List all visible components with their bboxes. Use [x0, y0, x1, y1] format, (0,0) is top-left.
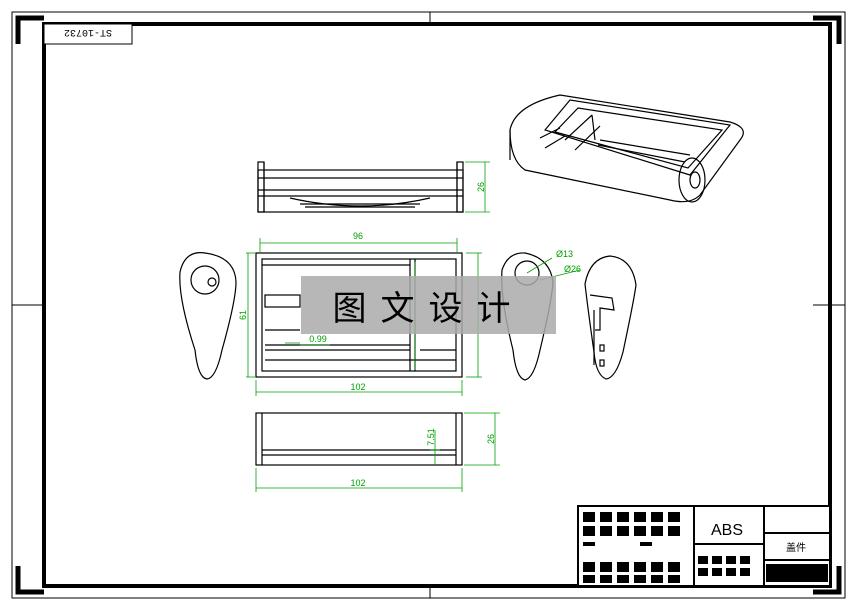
top-view-dim — [465, 161, 490, 213]
dim-bottom-width: 102 — [350, 478, 365, 488]
dim-front-width-top: 96 — [353, 231, 363, 241]
part-label: 盖件 — [786, 541, 806, 554]
dim-top-height: 26 — [476, 182, 486, 192]
inner-border — [42, 22, 832, 588]
dim-small-gap: 0.99 — [309, 334, 327, 344]
top-view — [257, 161, 464, 213]
isometric-view — [509, 94, 744, 203]
dim-bottom-step: 7.51 — [426, 428, 436, 446]
dim-front-width-bottom: 102 — [350, 382, 365, 392]
dim-diam-small: Ø13 — [556, 249, 573, 259]
material-label: ABS — [711, 522, 743, 539]
dim-diam-large: Ø26 — [564, 264, 581, 274]
bottom-view-dims — [255, 412, 500, 492]
sheet-tag-box — [43, 23, 133, 45]
corner-br — [813, 566, 842, 595]
watermark-overlay: 图文设计 — [301, 276, 556, 334]
corner-tr — [813, 15, 842, 44]
corner-tl — [15, 15, 44, 44]
bottom-view — [255, 412, 463, 466]
title-block: ABS 盖件 — [577, 505, 831, 587]
sheet-tag-text: ST-10732 — [64, 26, 112, 37]
section-view — [584, 255, 637, 380]
dim-bottom-height: 26 — [486, 434, 496, 444]
corner-bl — [15, 566, 44, 595]
left-side-view — [179, 252, 237, 380]
title-block-grid — [583, 512, 828, 583]
dim-front-height: 61 — [238, 310, 248, 320]
